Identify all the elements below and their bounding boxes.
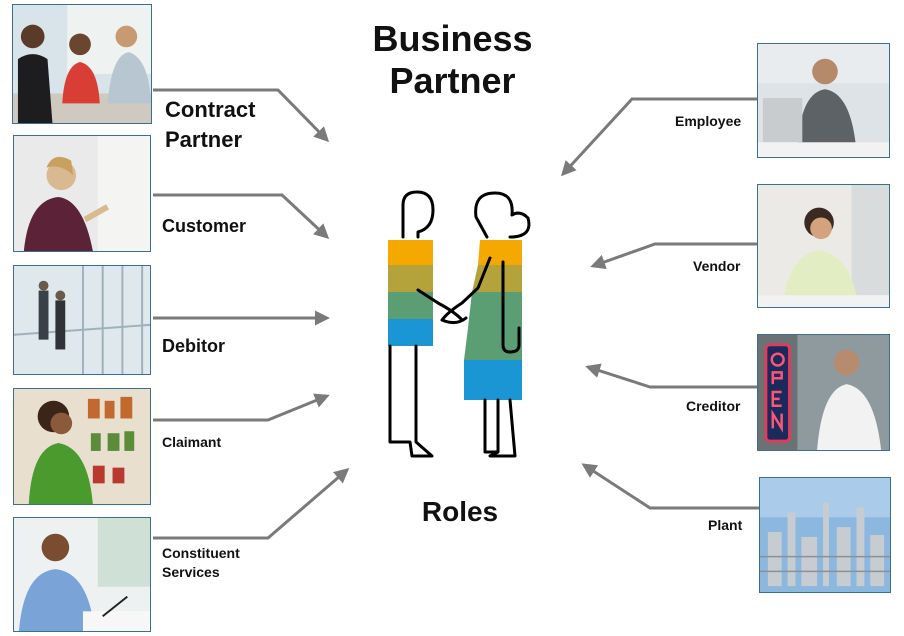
label-customer: Customer (162, 216, 247, 236)
woman-talking-photo (13, 135, 151, 252)
arrow-claimant (153, 393, 330, 422)
man-at-laptop-photo (757, 43, 890, 158)
handshake-figures-icon (388, 190, 531, 458)
label-claimant: Claimant (162, 434, 222, 450)
arrow-customer (153, 193, 330, 240)
title-line-1: Business (372, 18, 533, 59)
label-constituent-services: Constituent Services (162, 545, 240, 580)
arrow-creditor (585, 363, 757, 389)
title-line-2: Partner (389, 60, 516, 101)
label-creditor: Creditor (686, 398, 741, 414)
label-vendor: Vendor (693, 258, 741, 274)
label-debitor: Debitor (162, 336, 225, 356)
arrow-plant (581, 463, 759, 510)
arrow-contract-partner (153, 88, 330, 143)
man-writing-photo (13, 517, 151, 632)
shopper-photo (13, 388, 151, 505)
industrial-plant-photo (759, 477, 891, 593)
label-plant: Plant (708, 517, 743, 533)
roles-label: Roles (421, 496, 499, 527)
office-hallway-photo (13, 265, 151, 375)
woman-at-desk-photo (757, 184, 890, 308)
arrow-employee (560, 97, 757, 177)
arrow-constituent-services (153, 468, 350, 540)
label-employee: Employee (675, 113, 742, 129)
diagram-title: Business Partner (330, 18, 575, 102)
label-contract-partner: Contract Partner (165, 97, 256, 152)
business-meeting-photo (12, 4, 152, 124)
shop-owner-open-sign-photo (757, 334, 890, 451)
arrow-vendor (590, 242, 757, 270)
